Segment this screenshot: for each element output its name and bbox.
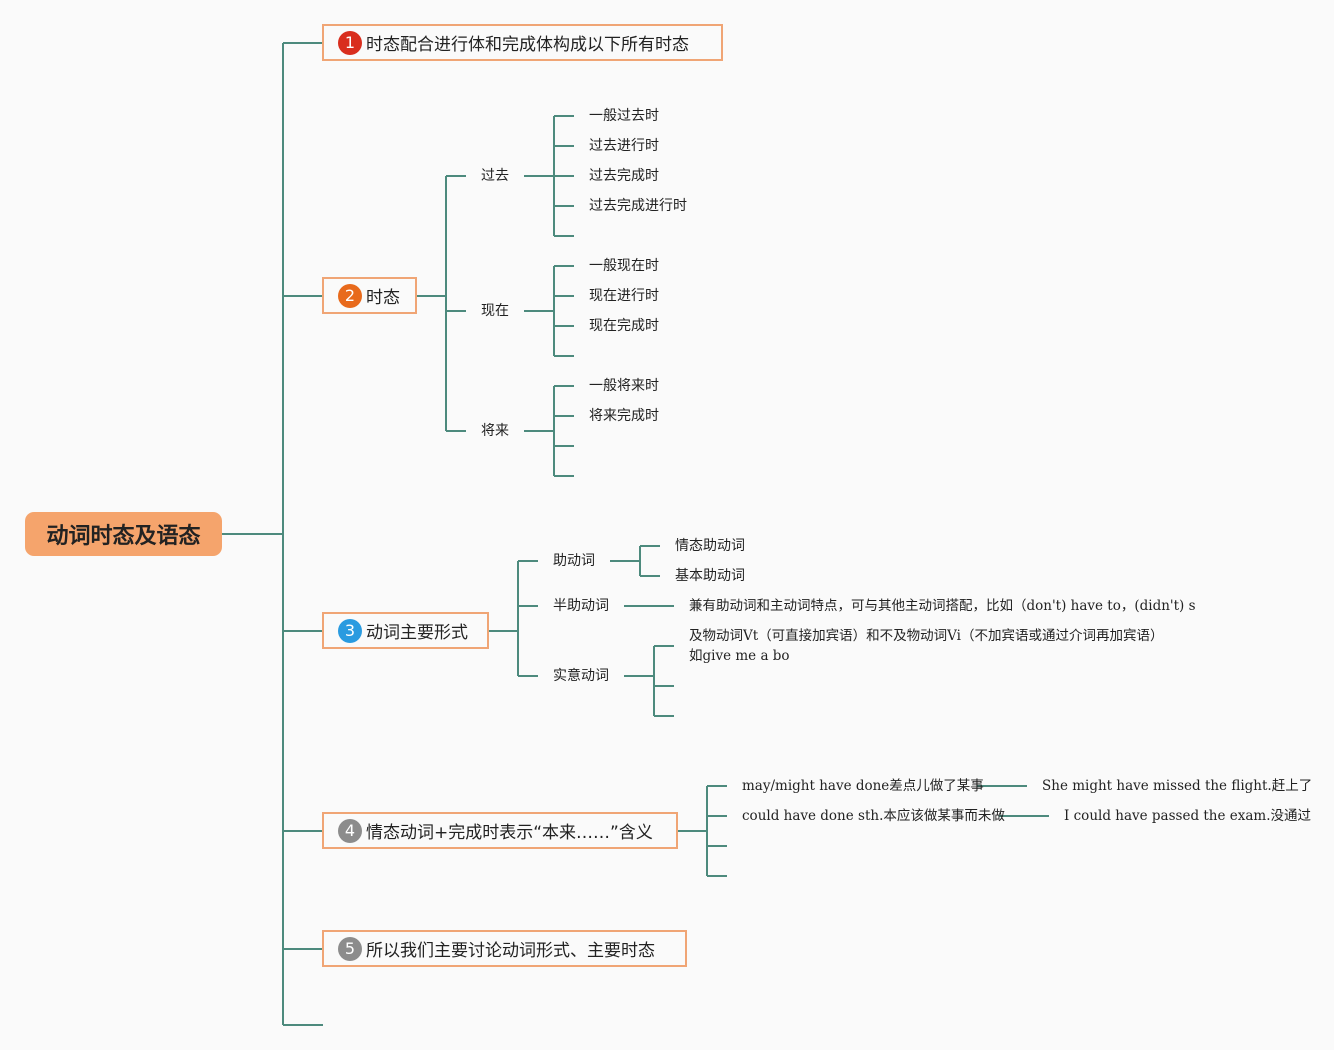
transitive-intransitive-description[interactable]: 及物动词Vt（可直接加宾语）和不及物动词Vi（不加宾语或通过介词再加宾语）: [689, 628, 1164, 644]
branch-2-node[interactable]: 2 时态: [322, 277, 417, 314]
root-node[interactable]: 动词时态及语态: [25, 512, 222, 556]
tense-present-perfect[interactable]: 现在完成时: [589, 318, 659, 334]
primary-auxiliary-node[interactable]: 基本助动词: [675, 568, 745, 584]
branch-2-label: 时态: [366, 288, 400, 308]
branch-3-label: 动词主要形式: [366, 623, 468, 643]
branch-5-node[interactable]: 5 所以我们主要讨论动词形式、主要时态: [322, 930, 687, 967]
branch-4-node[interactable]: 4 情态动词+完成时表示“本来……”含义: [322, 812, 678, 849]
number-2-badge-icon: 2: [338, 283, 362, 308]
tense-present-simple[interactable]: 一般现在时: [589, 258, 659, 274]
lexical-verb-node[interactable]: 实意动词: [553, 668, 609, 684]
tense-future-perfect[interactable]: 将来完成时: [589, 408, 659, 424]
branch-4-label: 情态动词+完成时表示“本来……”含义: [366, 823, 653, 843]
could-have-example[interactable]: I could have passed the exam.没通过: [1064, 808, 1312, 824]
tense-past-node[interactable]: 过去: [481, 168, 509, 184]
branch-1-node[interactable]: 1 时态配合进行体和完成体构成以下所有时态: [322, 24, 723, 61]
number-5-badge-icon: 5: [338, 936, 362, 961]
number-3-badge-icon: 3: [338, 618, 362, 643]
could-have-done-node[interactable]: could have done sth.本应该做某事而未做: [742, 808, 1005, 824]
semi-auxiliary-node[interactable]: 半助动词: [553, 598, 609, 614]
may-might-have-done-node[interactable]: may/might have done差点儿做了某事: [742, 778, 984, 794]
tense-past-simple[interactable]: 一般过去时: [589, 108, 659, 124]
auxiliary-verb-node[interactable]: 助动词: [553, 553, 595, 569]
tense-future-node[interactable]: 将来: [481, 423, 509, 439]
number-4-badge-icon: 4: [338, 818, 362, 843]
number-1-badge-icon: 1: [338, 30, 362, 55]
example-give-me[interactable]: 如give me a bo: [689, 648, 790, 664]
modal-auxiliary-node[interactable]: 情态助动词: [675, 538, 745, 554]
branch-5-label: 所以我们主要讨论动词形式、主要时态: [366, 941, 655, 961]
tense-past-perfect-progressive[interactable]: 过去完成进行时: [589, 198, 687, 214]
semi-auxiliary-description[interactable]: 兼有助动词和主动词特点，可与其他主动词搭配，比如（don't) have to，…: [689, 598, 1196, 614]
tense-past-progressive[interactable]: 过去进行时: [589, 138, 659, 154]
branch-1-label: 时态配合进行体和完成体构成以下所有时态: [366, 35, 689, 55]
tense-present-progressive[interactable]: 现在进行时: [589, 288, 659, 304]
tense-present-node[interactable]: 现在: [481, 303, 509, 319]
branch-3-node[interactable]: 3 动词主要形式: [322, 612, 489, 649]
tense-future-simple[interactable]: 一般将来时: [589, 378, 659, 394]
may-might-example[interactable]: She might have missed the flight.赶上了: [1042, 778, 1313, 794]
tense-past-perfect[interactable]: 过去完成时: [589, 168, 659, 184]
